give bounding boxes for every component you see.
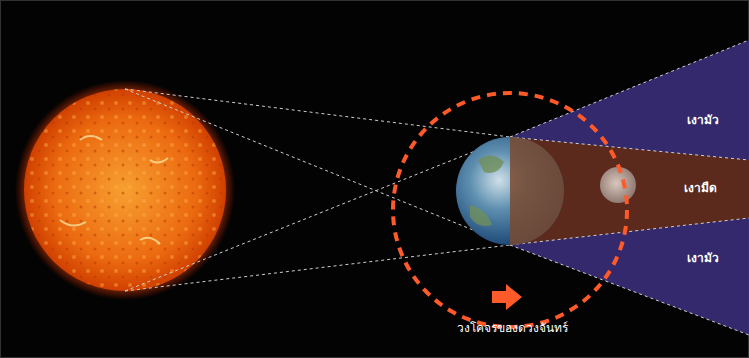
orbit-label: วงโคจรของดวงจันทร์ bbox=[457, 321, 568, 335]
moon-orbit bbox=[393, 93, 627, 327]
sun-flares bbox=[60, 136, 168, 244]
penumbra-label: เงามัว bbox=[687, 113, 719, 127]
ray-lines bbox=[125, 40, 749, 335]
sun-texture bbox=[24, 89, 226, 291]
umbra-label: เงามืด bbox=[684, 181, 717, 195]
penumbra-label: เงามัว bbox=[687, 251, 719, 265]
moon bbox=[600, 167, 636, 203]
earth-land bbox=[470, 155, 504, 226]
orbit-arrow bbox=[492, 284, 522, 310]
earth-night-side bbox=[510, 137, 564, 245]
earth bbox=[456, 137, 564, 245]
sun bbox=[24, 89, 226, 291]
sun-glow bbox=[15, 80, 235, 300]
